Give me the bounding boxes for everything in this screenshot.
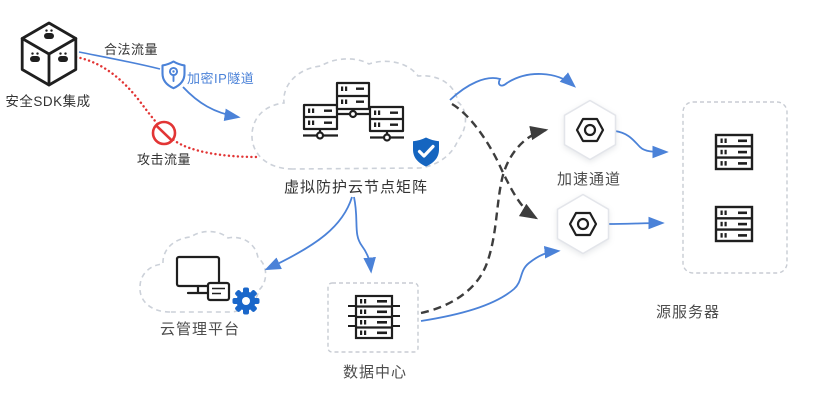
connector-legit-traffic bbox=[78, 51, 161, 70]
data-center-label: 数据中心 bbox=[342, 364, 408, 381]
block-icon bbox=[151, 120, 177, 146]
connector-tunnel-to-cloud bbox=[182, 86, 241, 121]
secure-sdk-cube-icon bbox=[20, 21, 78, 87]
connector-cloud-to-datacenter bbox=[353, 196, 376, 274]
hex-nut-icon bbox=[568, 211, 598, 237]
encrypted-tunnel-label: 加密IP隧道 bbox=[187, 71, 255, 86]
server-cluster-icon bbox=[302, 81, 405, 142]
connector-accel-bottom-to-origin bbox=[607, 216, 665, 230]
dashed-cloud-to-accel-bottom bbox=[451, 102, 539, 220]
connector-cloud-to-management bbox=[264, 196, 353, 271]
hex-nut-icon bbox=[575, 117, 605, 143]
server-rack-icon bbox=[714, 133, 754, 171]
origin-server-box bbox=[682, 101, 788, 274]
protection-cloud-label: 虚拟防护云节点矩阵 bbox=[283, 179, 429, 196]
shield-check-icon bbox=[413, 137, 439, 167]
monitor-icon bbox=[175, 255, 231, 302]
acceleration-channel-label: 加速通道 bbox=[556, 171, 622, 188]
cloud-management-label: 云管理平台 bbox=[159, 321, 241, 338]
connector-cloud-to-accel-top bbox=[449, 72, 577, 101]
legit-traffic-label: 合法流量 bbox=[103, 42, 159, 57]
gear-icon bbox=[232, 287, 260, 315]
sdk-label: 安全SDK集成 bbox=[5, 94, 91, 109]
connector-accel-top-to-origin bbox=[614, 130, 669, 159]
datacenter-rack-icon bbox=[348, 294, 400, 340]
connector-datacenter-to-accel-bottom bbox=[420, 245, 561, 322]
origin-server-label: 源服务器 bbox=[655, 304, 721, 321]
server-rack-icon bbox=[714, 205, 754, 243]
attack-traffic-label: 攻击流量 bbox=[136, 152, 192, 167]
shield-key-icon bbox=[161, 60, 186, 90]
dashed-datacenter-to-accel-top bbox=[420, 126, 549, 315]
